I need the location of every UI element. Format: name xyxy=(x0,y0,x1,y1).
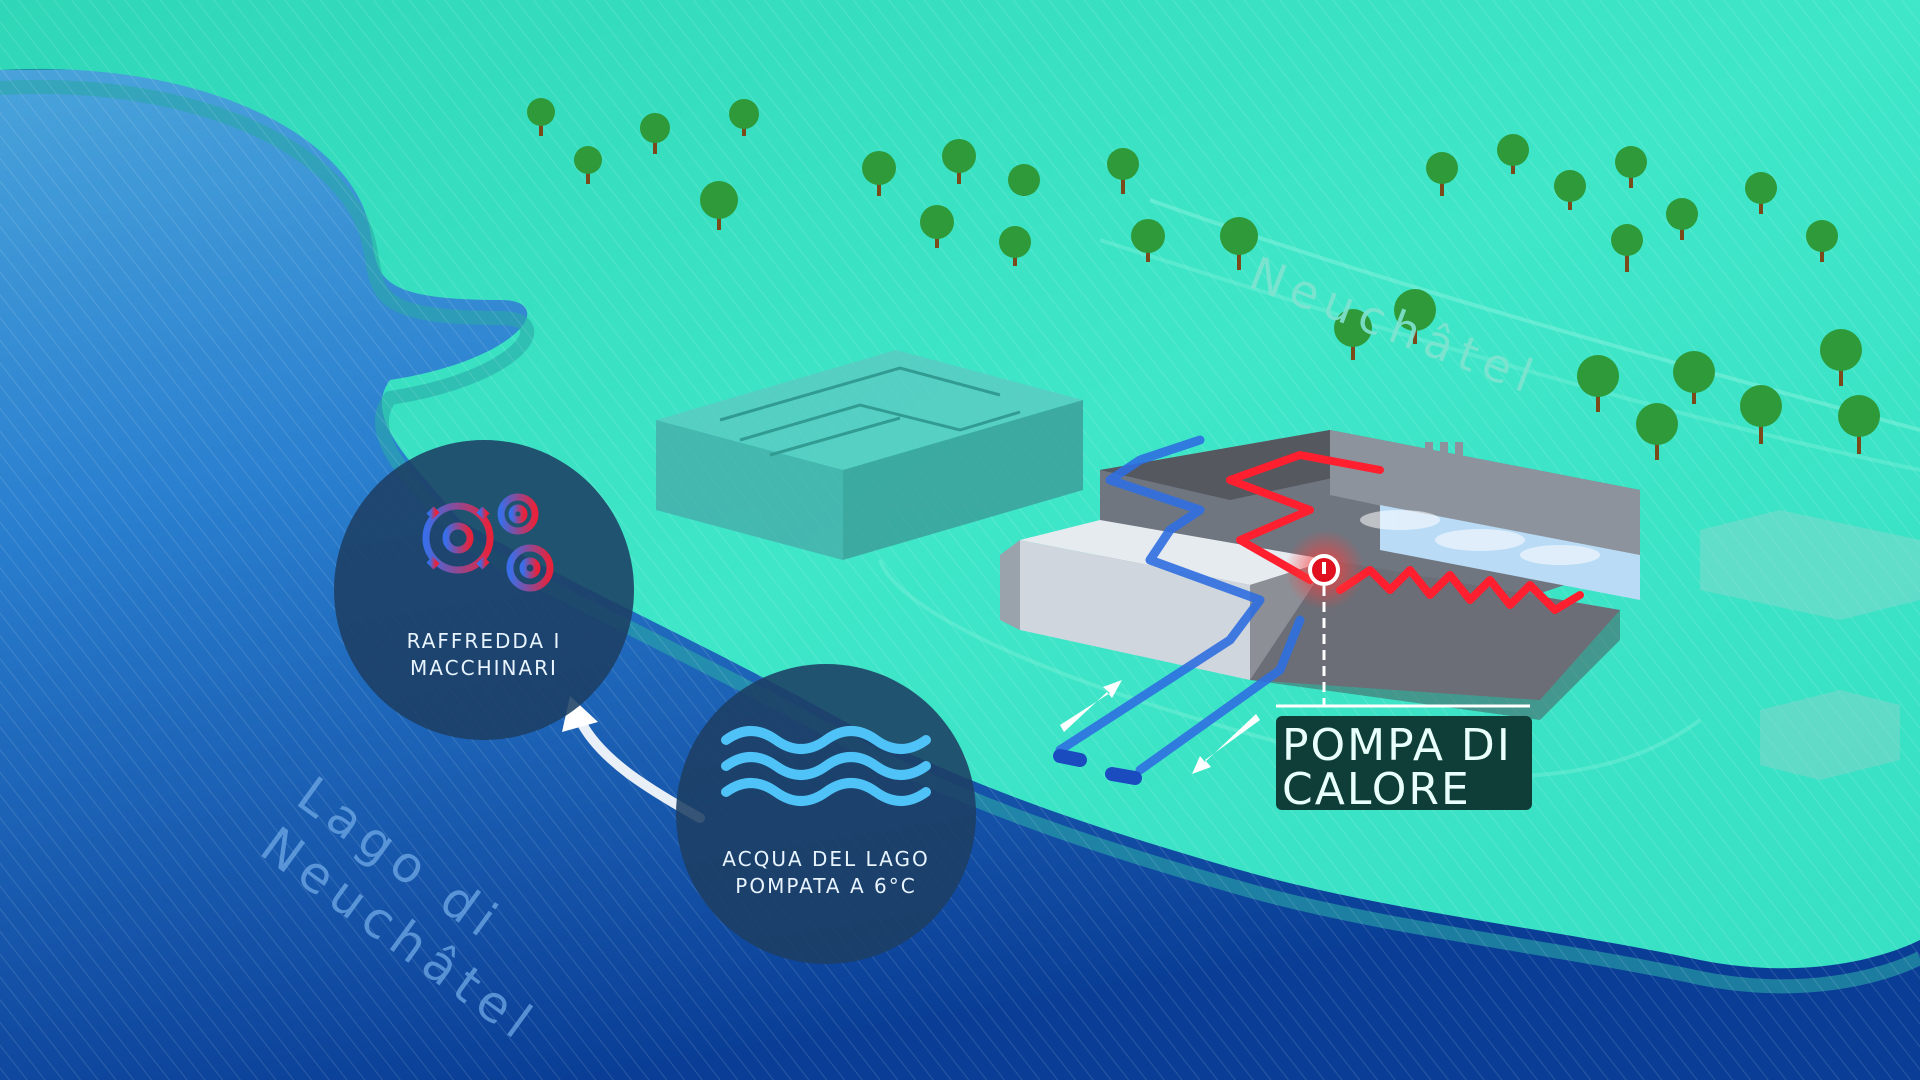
machines-label: RAFFREDDA I MACCHINARI xyxy=(406,629,562,680)
heat-pump-callout: POMPA DI CALORE xyxy=(1276,716,1532,812)
gears-icon xyxy=(418,490,557,595)
water-circle xyxy=(676,664,976,964)
building-right xyxy=(1700,510,1920,780)
water-label: ACQUA DEL LAGO POMPATA A 6°C xyxy=(722,847,930,898)
flow-in-arrow xyxy=(1060,680,1122,732)
heat-pump-marker[interactable] xyxy=(1276,554,1530,708)
hot-water-pipes xyxy=(1226,451,1584,614)
office-building-left xyxy=(656,350,1083,560)
waves-icon xyxy=(721,726,931,806)
cold-water-pipes xyxy=(1053,435,1305,785)
flow-out-arrow xyxy=(1192,714,1260,774)
trees xyxy=(527,98,1880,460)
machines-circle xyxy=(334,440,634,740)
